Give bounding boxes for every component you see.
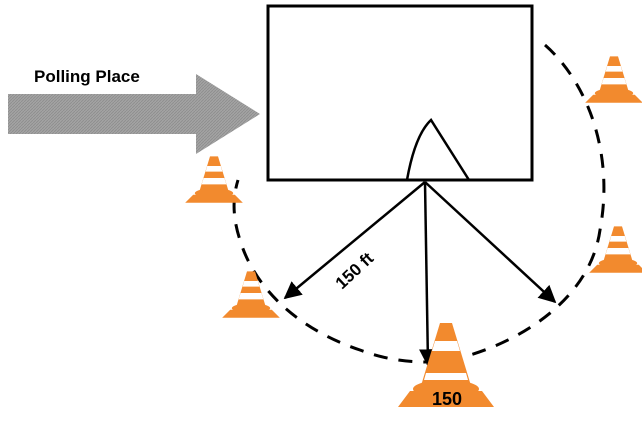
polling-place-building xyxy=(266,4,534,182)
entrance-arrow xyxy=(8,74,260,154)
block-arrow-right-icon xyxy=(8,74,260,154)
polling-place-label: Polling Place xyxy=(34,67,140,86)
radius-arrow-right xyxy=(424,181,557,304)
traffic-cone-icon xyxy=(185,156,243,203)
door-swing-icon xyxy=(405,118,471,181)
cone-number-label: 150 xyxy=(432,389,462,409)
traffic-cone-icon xyxy=(589,226,642,273)
radius-arrows xyxy=(283,181,557,367)
radius-arrow-down xyxy=(418,181,437,367)
traffic-cone-icon xyxy=(585,56,642,103)
numbered-cone: 150 xyxy=(398,323,494,409)
radius-arrow-left xyxy=(283,181,426,300)
